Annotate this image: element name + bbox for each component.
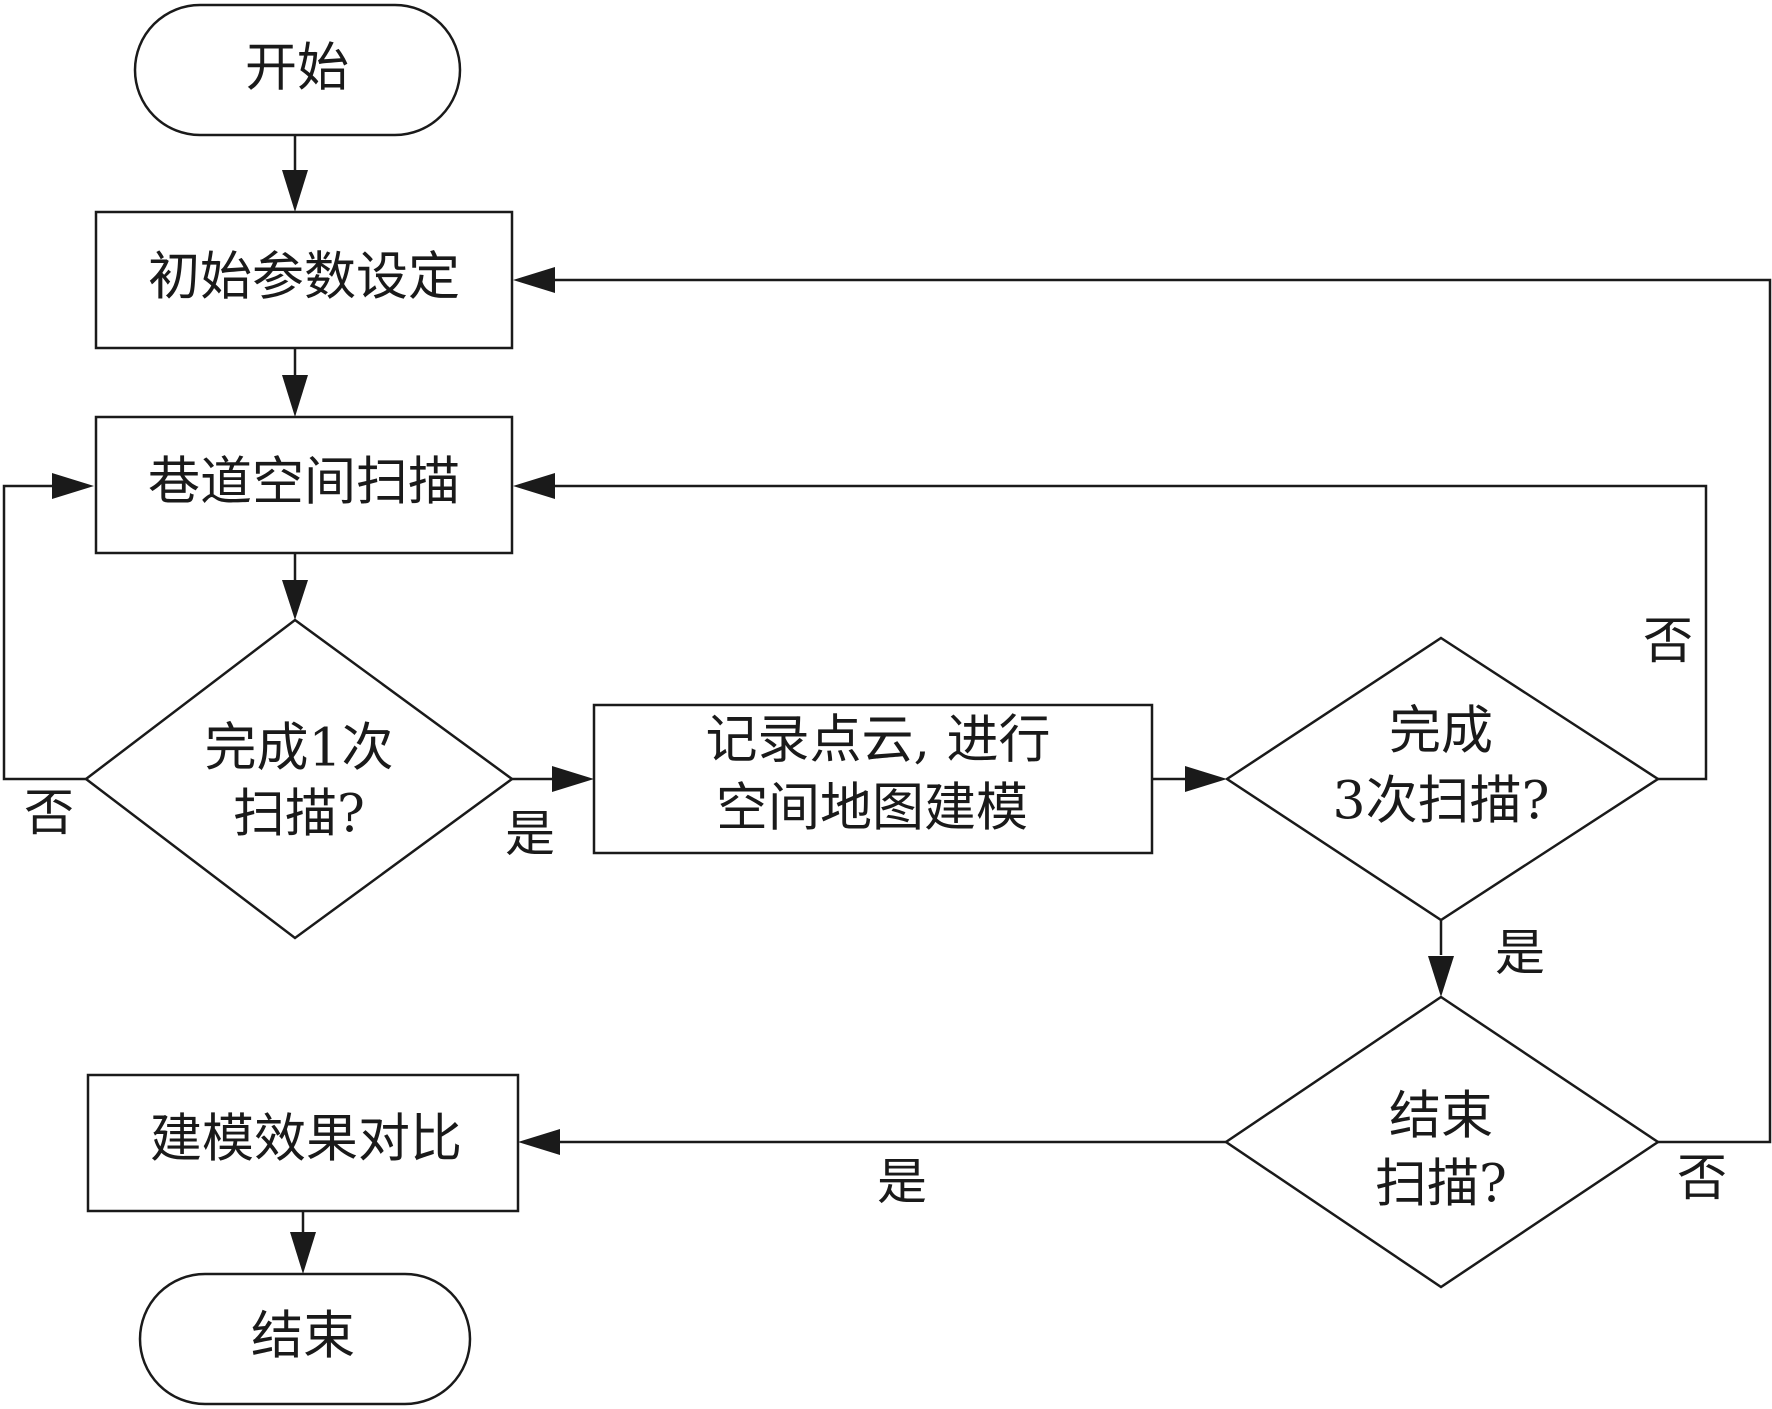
- edge-labels: 否 是 否 是 是 否: [24, 612, 1727, 1211]
- init-node: 初始参数设定: [94, 210, 514, 350]
- connectors: [2, 135, 1772, 1235]
- end-terminal: [138, 1272, 472, 1406]
- decision1-label-line2: 扫描?: [233, 785, 365, 845]
- arrowhead-left-compare: [518, 1129, 560, 1155]
- arrowhead-down-init: [282, 170, 308, 212]
- edge-decision3-no-loop: [548, 484, 1708, 781]
- edge-label-d1-yes: 是: [505, 805, 555, 863]
- scan-label: 巷道空间扫描: [148, 453, 460, 513]
- edge-label-d3-yes: 是: [1495, 924, 1545, 982]
- edge-label-d3-no: 否: [1643, 612, 1693, 670]
- arrowhead-left-init: [513, 267, 555, 293]
- end-label: 结束: [251, 1307, 355, 1367]
- arrowhead-down-end-decision: [1428, 956, 1454, 997]
- decision3-node: 完成 3次扫描?: [1224, 636, 1661, 922]
- start-node: 开始: [133, 3, 462, 137]
- arrowhead-down-end: [290, 1232, 316, 1274]
- record-label-line2: 空间地图建模: [716, 779, 1028, 839]
- init-label: 初始参数设定: [148, 248, 460, 308]
- edge-label-end-no: 否: [1677, 1149, 1727, 1207]
- compare-node: 建模效果对比: [86, 1073, 520, 1213]
- end-decision-label-line2: 扫描?: [1375, 1155, 1507, 1215]
- record-node: 记录点云, 进行 空间地图建模: [592, 703, 1154, 855]
- start-label: 开始: [245, 39, 349, 99]
- record-box: [592, 703, 1154, 855]
- arrowheads: [52, 170, 1454, 1274]
- compare-label: 建模效果对比: [150, 1110, 462, 1170]
- edge-label-d1-no: 否: [24, 784, 74, 842]
- arrowhead-left-scan: [513, 473, 555, 499]
- end-decision-label-line1: 结束: [1389, 1087, 1493, 1147]
- decision1-label-line1: 完成1次: [204, 719, 393, 779]
- record-label-line1: 记录点云, 进行: [705, 711, 1050, 771]
- scan-node: 巷道空间扫描: [94, 415, 514, 555]
- arrowhead-right-scan-loop: [52, 473, 94, 499]
- arrowhead-down-scan: [282, 375, 308, 417]
- edge-label-end-yes: 是: [877, 1153, 927, 1211]
- end-node: 结束: [138, 1272, 472, 1406]
- arrowhead-down-decision1: [282, 580, 308, 620]
- end-decision-diamond: [1223, 995, 1661, 1289]
- end-decision-node: 结束 扫描?: [1223, 995, 1661, 1289]
- decision3-label-line1: 完成: [1389, 702, 1493, 762]
- arrowhead-right-decision3: [1185, 766, 1227, 792]
- decision3-diamond: [1224, 636, 1661, 922]
- decision3-label-line2: 3次扫描?: [1333, 772, 1550, 832]
- scan-box: [94, 415, 514, 555]
- compare-box: [86, 1073, 520, 1213]
- decision1-node: 完成1次 扫描?: [83, 618, 515, 940]
- init-box: [94, 210, 514, 350]
- edge-decision1-no-loop: [2, 484, 86, 781]
- arrowhead-right-record: [552, 766, 594, 792]
- start-terminal: [133, 3, 462, 137]
- decision1-diamond: [83, 618, 515, 940]
- edge-end-decision-no-loop: [548, 278, 1772, 1144]
